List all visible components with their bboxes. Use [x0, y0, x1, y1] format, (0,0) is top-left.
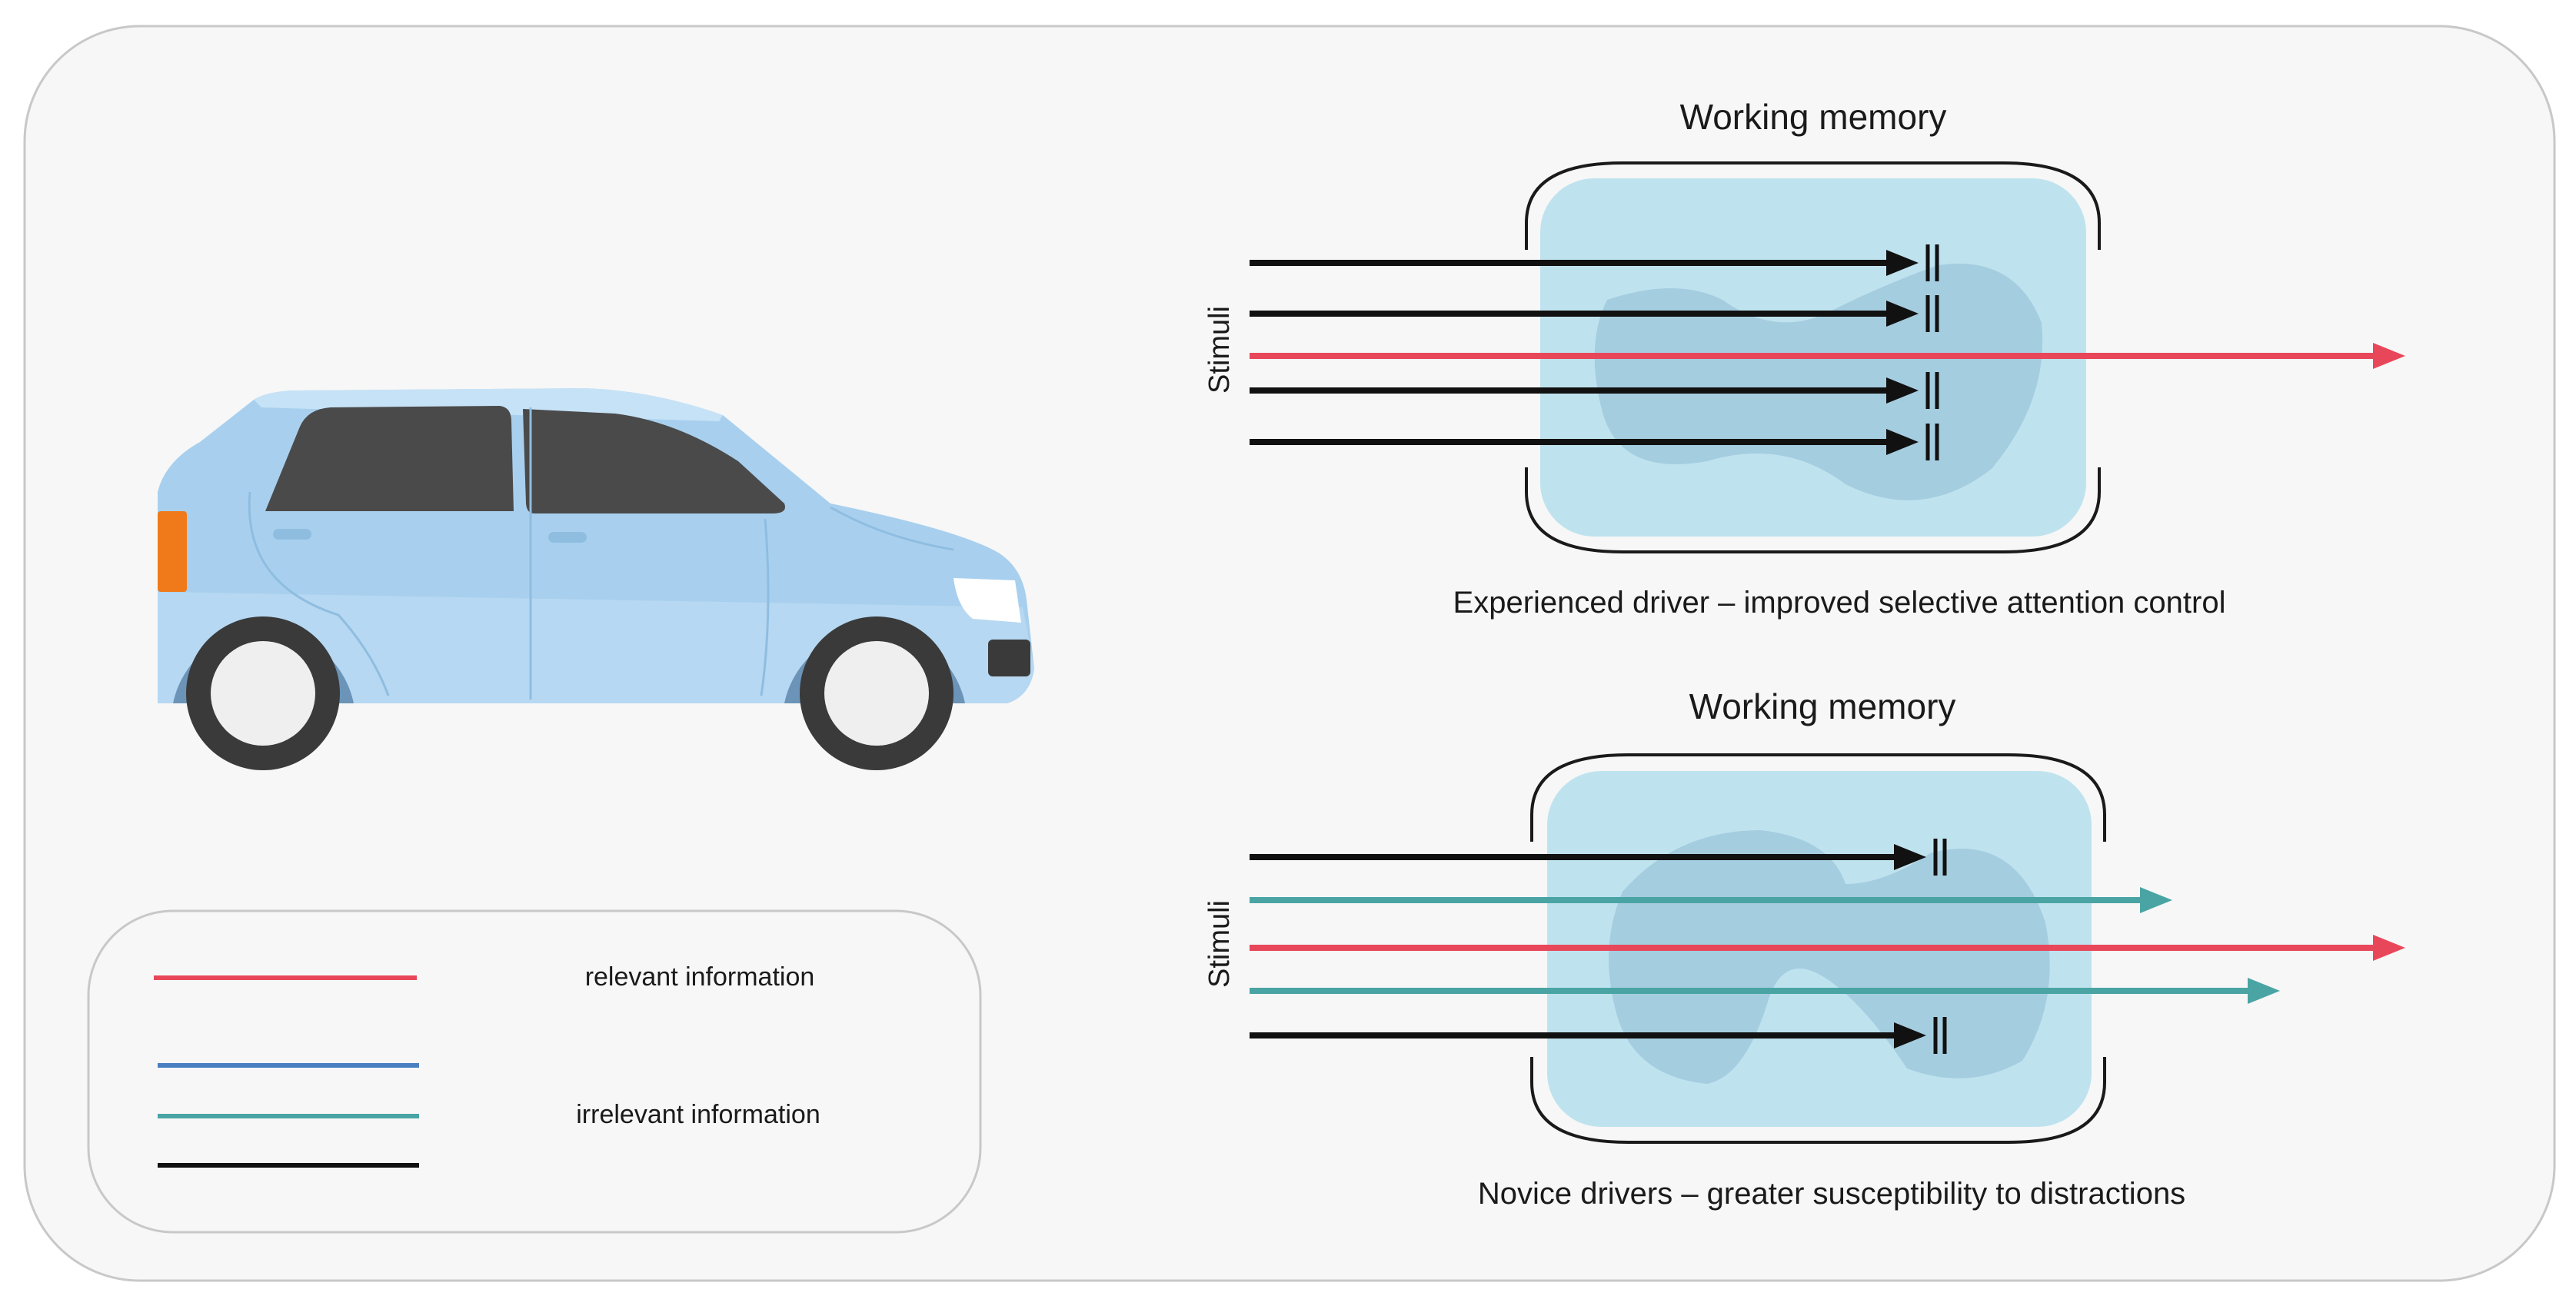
car-roof: [254, 388, 723, 421]
legend: relevant information irrelevant informat…: [87, 909, 982, 1234]
panel-novice-caption: Novice drivers – greater susceptibility …: [1478, 1177, 2185, 1211]
car-rear-window: [265, 406, 514, 511]
panel-novice-bracket-bottom: [1530, 1057, 2106, 1144]
car-door-line-rear: [248, 491, 390, 696]
panel-novice-memory-blob: [1609, 830, 2050, 1084]
car-front-bumper: [988, 640, 1030, 676]
stimulus-arrow-head: [1886, 250, 1919, 276]
stimulus-arrow-head: [2373, 935, 2405, 961]
panel-novice: Working memory Stimuli Novice drivers – …: [1203, 686, 2405, 1211]
car-door-handle-rear: [273, 529, 311, 540]
panel-experienced-bracket-bottom: [1525, 467, 2101, 553]
stimulus-arrow-head: [1886, 429, 1919, 455]
panel-novice-arrows: [1250, 839, 2405, 1054]
panel-experienced-stimuli-label: Stimuli: [1203, 306, 1236, 394]
legend-box: [87, 909, 982, 1234]
car-door-handle-front: [548, 532, 587, 543]
stimulus-arrow-head: [2140, 887, 2172, 913]
car-rear-hubcap: [211, 641, 315, 746]
panel-experienced: Working memory Stimuli Experienced drive…: [1203, 97, 2405, 620]
panel-novice-title: Working memory: [1689, 686, 1956, 726]
stimulus-arrow-head: [1886, 301, 1919, 327]
panel-novice-stimuli-label: Stimuli: [1203, 900, 1236, 988]
stimulus-arrow-head: [1886, 377, 1919, 404]
panel-experienced-title: Working memory: [1680, 97, 1947, 137]
car-front-window: [523, 409, 785, 513]
panel-experienced-caption: Experienced driver – improved selective …: [1453, 586, 2226, 620]
stimulus-arrow-head: [2248, 978, 2280, 1004]
panel-novice-bracket-top: [1530, 753, 2106, 842]
car-front-hubcap: [824, 641, 929, 746]
car-hood-line: [830, 506, 954, 551]
stimulus-arrow-head: [1894, 844, 1926, 870]
legend-label-relevant: relevant information: [585, 962, 815, 992]
car-head-light: [954, 578, 1021, 623]
panel-experienced-bracket-top: [1525, 161, 2101, 250]
stimulus-arrow-head: [1894, 1022, 1926, 1048]
panel-experienced-arrows: [1250, 244, 2405, 460]
stimulus-arrow-head: [2373, 343, 2405, 369]
legend-label-irrelevant: irrelevant information: [576, 1100, 820, 1129]
car-door-line-front: [760, 518, 770, 696]
car-illustration: [158, 388, 1034, 770]
car-tail-light: [158, 511, 187, 592]
